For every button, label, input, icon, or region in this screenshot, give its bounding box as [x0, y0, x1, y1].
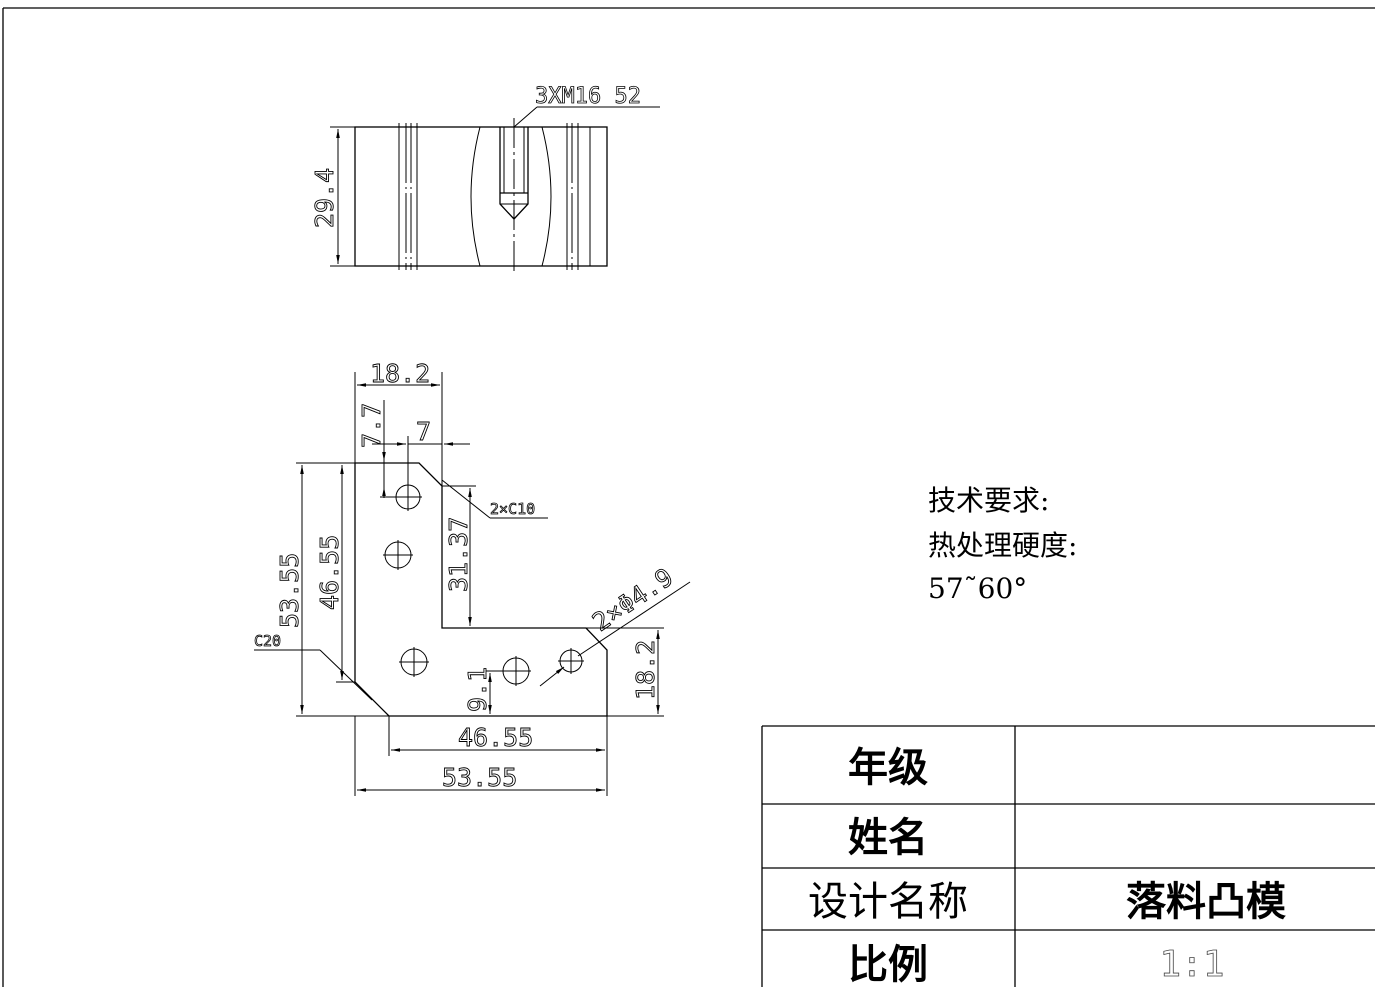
hole-5	[558, 648, 584, 674]
dim-overall-height: 53.55	[275, 553, 304, 628]
chamfer-small-callout: 2×C10	[490, 500, 535, 518]
scale-label: 比例	[848, 942, 928, 987]
hole-3	[399, 647, 429, 677]
tech-req-heading: 技术要求:	[928, 484, 1049, 517]
chamfer-large-callout: C20	[254, 632, 281, 650]
dim-top-width: 18.2	[370, 359, 430, 388]
design-name-value: 落料凸模	[1126, 879, 1286, 925]
grade-label: 年级	[848, 745, 928, 791]
hole-callout: 2×Φ4.9	[587, 562, 678, 637]
technical-requirements: 技术要求: 热处理硬度: 57˜60°	[928, 484, 1077, 605]
thread-callout: 3XM16 52	[535, 84, 641, 109]
title-block: 年级 姓名 设计名称 落料凸模 比例 1:1	[761, 725, 1375, 987]
dim-inner-height-2: 46.55	[315, 535, 344, 610]
top-view: 3XM16 52 29.4	[310, 84, 660, 272]
tech-req-hardness: 热处理硬度:	[928, 529, 1077, 562]
hole-2	[383, 540, 413, 570]
dim-hole-offset-y: 7.7	[357, 403, 386, 448]
dim-inner-height: 31.37	[444, 517, 473, 592]
design-name-label: 设计名称	[808, 879, 968, 925]
dim-bottom-overall: 53.55	[442, 763, 517, 792]
name-label: 姓名	[848, 815, 928, 861]
scale-value: 1:1	[1159, 944, 1224, 985]
dim-hole-bottom: 9.1	[463, 667, 492, 712]
tech-req-range: 57˜60°	[928, 572, 1027, 605]
dim-hole-offset-x: 7	[416, 417, 431, 446]
dim-bottom-inner: 46.55	[458, 723, 533, 752]
dim-top-height: 29.4	[310, 168, 339, 228]
dim-right-height: 18.2	[631, 640, 660, 700]
drawing-border	[2, 7, 1375, 987]
plan-view: 18.2 7.7 7 2×C10 31.37 53.55 46.55	[254, 359, 691, 796]
